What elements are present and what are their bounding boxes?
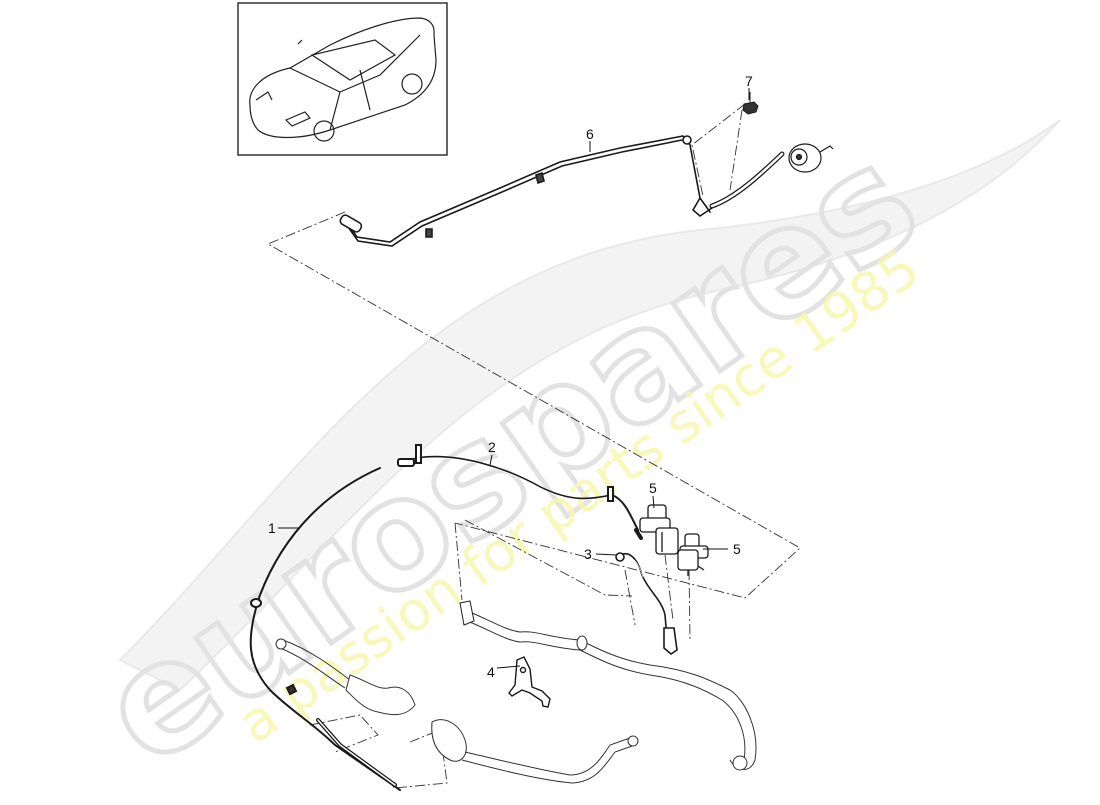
callout-4[interactable]: 4 xyxy=(487,664,495,680)
callout-leaders xyxy=(278,88,750,669)
car-icon xyxy=(249,17,437,142)
callout-5b[interactable]: 5 xyxy=(733,541,741,557)
callout-3[interactable]: 3 xyxy=(584,546,592,562)
part-5-solenoid-valve-b[interactable] xyxy=(677,533,709,576)
watermark-logo: eurospares xyxy=(71,113,948,800)
callout-5a[interactable]: 5 xyxy=(649,480,657,496)
callout-6[interactable]: 6 xyxy=(586,126,594,142)
part-2-vacuum-line[interactable] xyxy=(397,444,643,540)
vehicle-thumbnail xyxy=(237,2,448,156)
part-7-bolt[interactable] xyxy=(742,92,759,115)
callout-labels: 1 2 3 4 5 5 6 7 xyxy=(268,73,753,680)
callout-2[interactable]: 2 xyxy=(488,439,496,455)
watermark: eurospares a passion for parts since 198… xyxy=(68,110,1061,802)
part-3-vacuum-line[interactable] xyxy=(615,552,678,656)
part-1-vacuum-line[interactable] xyxy=(249,467,401,791)
large-hose-assembly xyxy=(275,600,757,784)
part-6-vacuum-line[interactable] xyxy=(339,135,785,247)
watermark-swoosh xyxy=(118,119,1061,692)
vacuum-reservoir-icon xyxy=(788,143,834,173)
part-4-bracket[interactable] xyxy=(508,656,551,708)
thumbnail-frame xyxy=(237,2,448,156)
callout-1[interactable]: 1 xyxy=(268,520,276,536)
callout-7[interactable]: 7 xyxy=(745,73,753,89)
part-5-solenoid-valve-a[interactable] xyxy=(639,504,679,555)
